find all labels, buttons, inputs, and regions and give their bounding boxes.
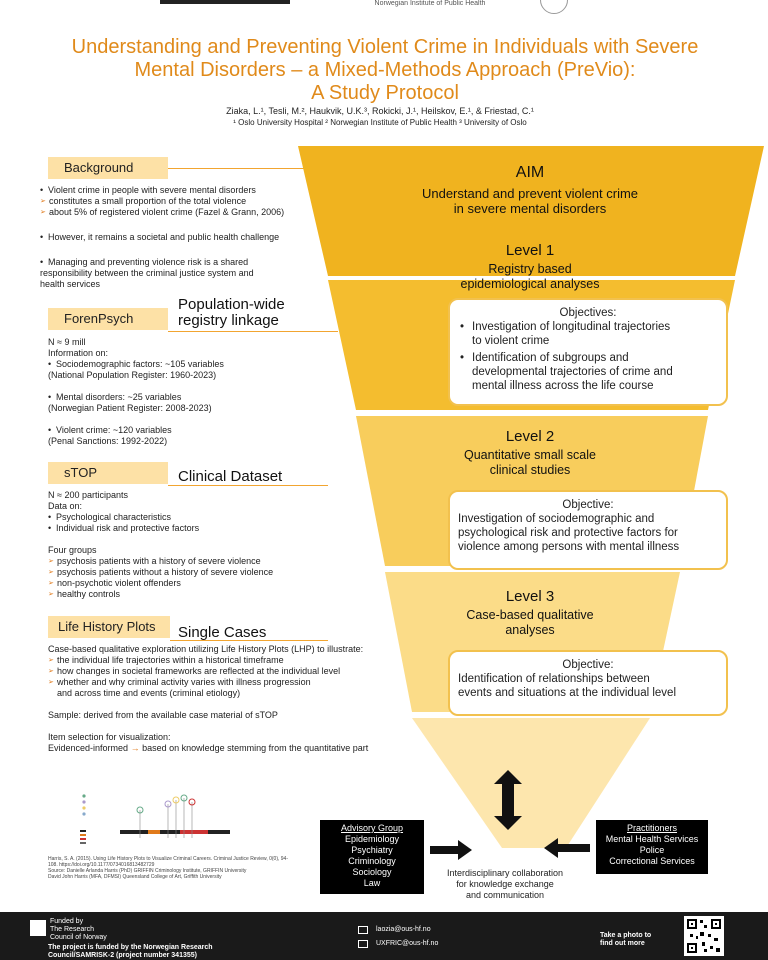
partner-logo: [160, 0, 290, 4]
footer: Funded by The Research Council of Norway…: [0, 912, 768, 960]
lhp-label: Life History Plots: [48, 616, 170, 638]
level2-objective-box: Objective: Investigation of sociodemogra…: [448, 490, 728, 570]
advisory-group-box: Advisory Group Epidemiology Psychiatry C…: [320, 820, 424, 894]
stop-label: sTOP: [48, 462, 168, 484]
qr-code[interactable]: [684, 916, 724, 956]
funding-note: The project is funded by the Norwegian R…: [48, 944, 213, 959]
mail-icon: [358, 926, 368, 934]
research-council-logo: [30, 920, 46, 936]
background-label: Background: [48, 157, 168, 179]
funnel-aim-tier: [298, 146, 764, 276]
stop-text: N ≈ 200 participants Data on: Psychologi…: [48, 490, 338, 600]
divider: [168, 331, 338, 332]
stop-side-label: Clinical Dataset: [178, 468, 283, 485]
life-history-plot-image: [80, 794, 230, 844]
poster-title: Understanding and Preventing Violent Cri…: [71, 36, 699, 104]
affiliations: ¹ Oslo University Hospital ² Norwegian I…: [233, 118, 527, 127]
email-1[interactable]: laozia@ous-hf.no: [376, 926, 431, 933]
aim-block: AIM Understand and prevent violent crime…: [421, 164, 639, 216]
mail-icon: [358, 940, 368, 948]
funnel-tip: [412, 718, 650, 848]
practitioners-box: Practitioners Mental Health Services Pol…: [596, 820, 708, 874]
lhp-text: Case-based qualitative exploration utili…: [48, 644, 418, 754]
arrow-right-icon: →: [130, 743, 140, 753]
collaboration-text: Interdisciplinary collaboration for know…: [446, 868, 564, 900]
forenpsych-side-label: Population-wide registry linkage: [178, 296, 285, 329]
level2-block: Level 2 Quantitative small scale clinica…: [463, 428, 596, 477]
level3-block: Level 3 Case-based qualitative analyses: [466, 588, 594, 637]
double-arrow-icon: [494, 770, 522, 830]
level1-objectives-box: Objectives: Investigation of longitudina…: [448, 298, 728, 406]
lhp-side-label: Single Cases: [178, 624, 267, 641]
forenpsych-text: N ≈ 9 mill Information on: Sociodemograp…: [48, 337, 328, 447]
email-2[interactable]: UXFRIC@ous-hf.no: [376, 940, 439, 947]
institute-name: Norwegian Institute of Public Health: [374, 0, 486, 7]
arrow-left-icon: [544, 838, 590, 858]
divider: [168, 485, 328, 486]
arrow-right-icon: [430, 840, 472, 860]
forenpsych-label: ForenPsych: [48, 308, 168, 330]
divider: [168, 168, 318, 169]
divider: [170, 640, 328, 641]
photo-note: Take a photo to find out more: [600, 932, 652, 947]
lhp-reference: Harris, S. A. (2015). Using Life History…: [48, 856, 288, 880]
level3-objective-box: Objective: Identification of relationshi…: [448, 650, 728, 716]
background-text: Violent crime in people with severe ment…: [40, 185, 330, 290]
level1-block: Level 1 Registry based epidemiological a…: [460, 242, 600, 291]
funded-by: Funded by The Research Council of Norway: [50, 918, 107, 941]
authors: Ziaka, L.¹, Tesli, M.², Haukvik, U.K.³, …: [226, 106, 534, 116]
